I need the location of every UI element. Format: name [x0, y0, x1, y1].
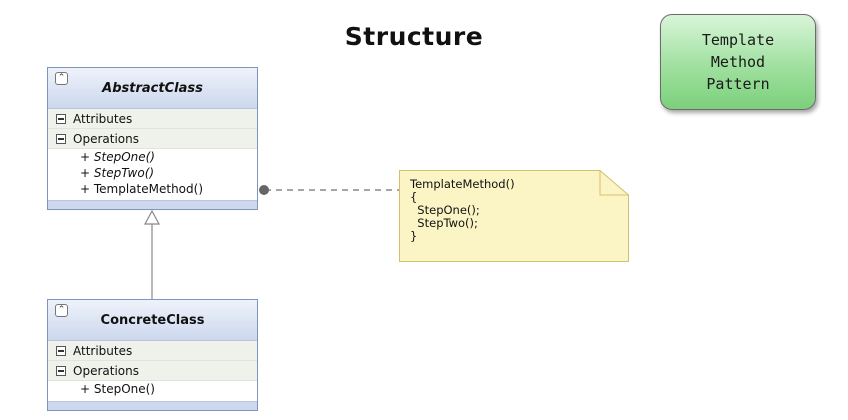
operations-label: Operations — [73, 131, 139, 146]
collapse-minus-icon[interactable] — [56, 365, 66, 376]
collapse-minus-icon[interactable] — [56, 133, 66, 144]
comment-note[interactable]: TemplateMethod() { StepOne(); StepTwo();… — [399, 170, 629, 262]
attributes-label: Attributes — [73, 111, 133, 126]
attributes-label: Attributes — [73, 343, 133, 358]
abstract-class-header[interactable]: ⌃ AbstractClass — [48, 68, 257, 109]
note-shape — [399, 170, 629, 262]
operation-step-two[interactable]: + StepTwo() — [48, 165, 257, 181]
operations-label: Operations — [73, 363, 139, 378]
pattern-badge: Template Method Pattern — [660, 14, 816, 110]
collapse-chevron-icon[interactable]: ⌃ — [55, 304, 68, 317]
note-anchor-dot — [259, 185, 269, 195]
abstract-class-box[interactable]: ⌃ AbstractClass Attributes Operations + … — [47, 67, 258, 210]
concrete-operations-section[interactable]: Operations — [48, 361, 257, 381]
operation-template-method[interactable]: + TemplateMethod() — [48, 181, 257, 197]
class-footer — [48, 200, 257, 209]
collapse-minus-icon[interactable] — [56, 113, 66, 124]
abstract-operations-section[interactable]: Operations — [48, 129, 257, 149]
operation-step-one[interactable]: + StepOne() — [48, 381, 257, 397]
abstract-attributes-section[interactable]: Attributes — [48, 109, 257, 129]
note-text: TemplateMethod() { StepOne(); StepTwo();… — [410, 177, 515, 243]
collapse-minus-icon[interactable] — [56, 345, 66, 356]
pattern-badge-text: Template Method Pattern — [701, 31, 775, 93]
concrete-class-box[interactable]: ⌃ ConcreteClass Attributes Operations + … — [47, 299, 258, 411]
concrete-attributes-section[interactable]: Attributes — [48, 341, 257, 361]
operation-step-one[interactable]: + StepOne() — [48, 149, 257, 165]
class-footer — [48, 401, 257, 410]
diagram-title: Structure — [344, 22, 484, 51]
collapse-chevron-icon[interactable]: ⌃ — [55, 72, 68, 85]
concrete-class-header[interactable]: ⌃ ConcreteClass — [48, 300, 257, 341]
abstract-class-name: AbstractClass — [102, 80, 203, 96]
inheritance-arrowhead — [143, 209, 161, 225]
concrete-class-name: ConcreteClass — [100, 312, 205, 328]
